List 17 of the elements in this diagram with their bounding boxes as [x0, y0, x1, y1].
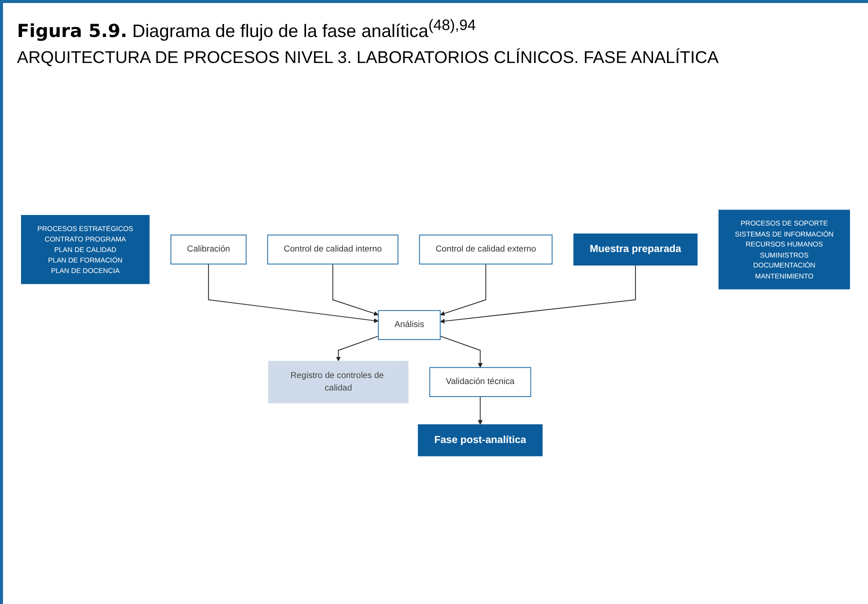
arrow: [336, 336, 379, 362]
arrow: [478, 396, 483, 425]
arrow: [332, 264, 379, 316]
node-box: Registro de controles de calidad: [268, 360, 409, 404]
figure-title: Figura 5.9. Diagrama de flujo de la fase analítica$^{(48),94}$: [17, 17, 477, 42]
node-box: Control de calidad externo: [419, 234, 553, 264]
arrow: [208, 264, 379, 323]
node-box: Análisis: [378, 310, 441, 340]
node-box: Control de calidad interno: [267, 234, 398, 264]
node-box: Muestra preparada: [573, 234, 698, 266]
node-box: Fase post-analítica: [418, 424, 543, 456]
arrow: [440, 264, 486, 316]
arrow: [440, 264, 636, 324]
node-box: Validación técnica: [429, 367, 532, 397]
diagram-heading: ARQUITECTURA DE PROCESOS NIVEL 3. LABORATORIOS CLÍNICOS. FASE ANALÍTICA: [17, 48, 720, 68]
arrow: [440, 336, 483, 368]
node-box: Calibración: [170, 234, 247, 264]
